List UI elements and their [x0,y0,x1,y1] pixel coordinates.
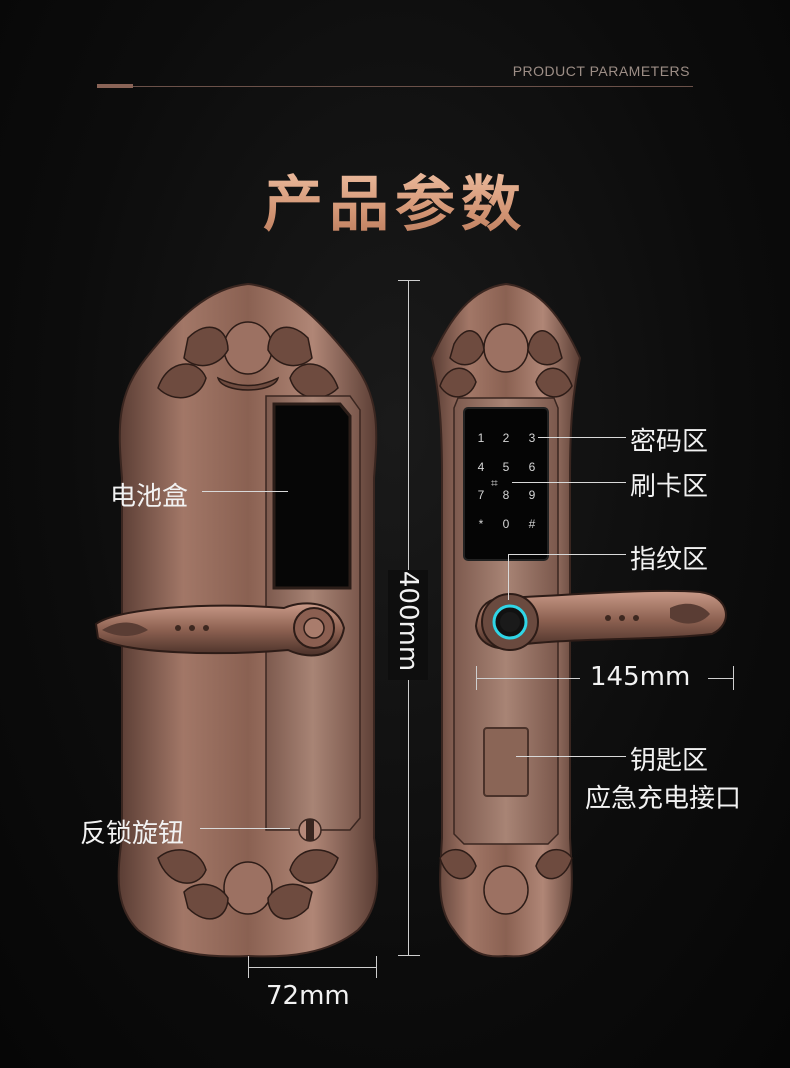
key-6[interactable]: 6 [528,460,536,474]
leader-password-area [538,437,626,438]
key-7[interactable]: 7 [477,488,485,502]
leader-card-area [512,482,626,483]
leader-anti-lock-knob [200,828,290,829]
label-anti-lock-knob: 反锁旋钮 [80,819,185,849]
card-reader-icon: ⌗ [491,476,498,490]
dimension-handle-line-right [708,678,734,679]
dimension-width-label: 72mm [266,981,350,1011]
key-0[interactable]: 0 [502,517,510,531]
key-star[interactable]: * [478,517,484,531]
inner-handle [94,602,346,657]
keypad-glass [463,407,549,561]
key-2[interactable]: 2 [502,431,510,445]
leader-battery-box [202,491,288,492]
key-9[interactable]: 9 [528,488,536,502]
key-slot [483,727,529,797]
key-4[interactable]: 4 [477,460,485,474]
dimension-width-cap-right [376,956,377,978]
key-hash[interactable]: # [528,517,536,531]
dimension-width-line [248,967,376,968]
outer-handle [474,589,727,650]
dimension-height-cap-top [398,280,420,281]
key-5[interactable]: 5 [502,460,510,474]
dimension-height-label-bg [388,570,428,680]
dimension-handle-line-left [476,678,580,679]
dimension-handle-label: 145mm [590,662,691,692]
leader-fingerprint-drop [508,554,509,600]
label-emergency-charge: 应急充电接口 [585,784,742,814]
dimension-height-label: 400mm [393,570,423,672]
header-subtitle: PRODUCT PARAMETERS [512,63,690,79]
key-1[interactable]: 1 [477,431,485,445]
dimension-width-cap-left [248,956,249,978]
label-fingerprint-area: 指纹区 [630,545,709,575]
dimension-handle-cap-right [733,666,734,690]
label-password-area: 密码区 [630,427,709,457]
header-divider [97,86,693,87]
leader-fingerprint-area [508,554,626,555]
dimension-handle-cap-left [476,666,477,690]
header-accent-bar [97,84,133,88]
dimension-height-cap-bottom [398,955,420,956]
label-card-area: 刷卡区 [630,472,709,502]
key-8[interactable]: 8 [502,488,510,502]
label-key-area: 钥匙区 [630,746,709,776]
inner-lock-plate [94,282,379,958]
page-title: 产品参数 [0,156,790,243]
label-battery-box: 电池盒 [110,482,189,512]
battery-box-window [272,402,352,590]
leader-key-area [516,756,626,757]
outer-lock-plate [430,282,727,958]
key-3[interactable]: 3 [528,431,536,445]
